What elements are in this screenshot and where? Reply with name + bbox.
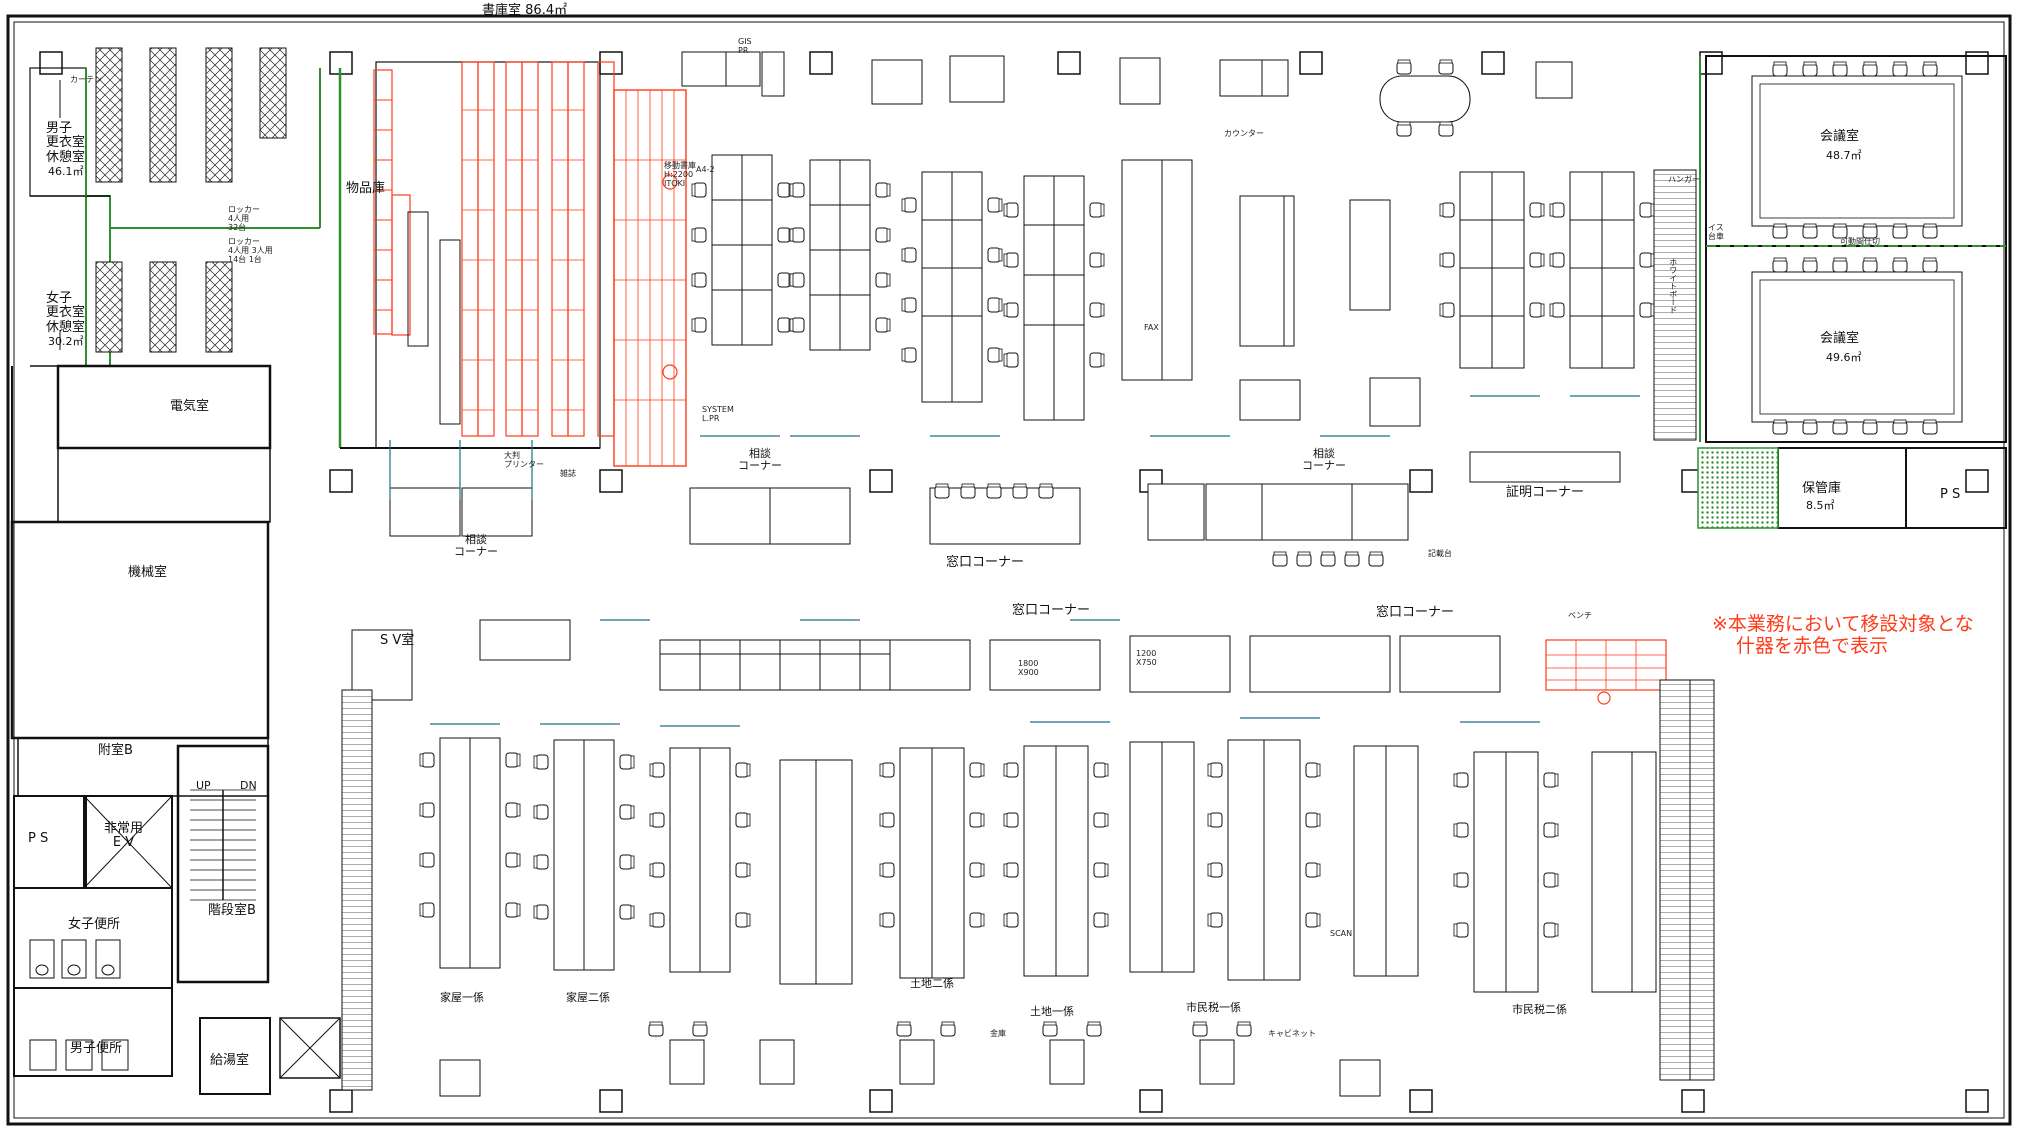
storage-label: 物品庫 [346,181,386,196]
meeting-room-1-area: 48.7㎡ [1826,149,1862,162]
section-tochi2: 土地二係 [910,977,954,990]
machine-label: 機械室 [128,565,168,580]
electrical-label: 電気室 [170,399,210,414]
fax-note: FAX [1144,323,1159,332]
consult-corner-right: 相談 コーナー [1302,447,1346,473]
locker-note-2: ロッカー 4人用 3人用 14台 1台 [228,237,273,264]
top-furniture [389,51,1635,545]
curtain-note: カーテン [70,75,102,84]
consult-corner-mid: 相談 コーナー [738,447,782,473]
archive-name: 書庫室 [482,3,522,18]
section-shimin2: 市民税二係 [1512,1003,1567,1016]
meeting-room-1-label: 会議室 [1820,129,1860,144]
section-shimin1: 市民税一係 [1186,1001,1241,1014]
female-wc-label: 女子便所 [68,917,121,932]
paper-a4: A4-2 [696,165,715,174]
ev-label: 非常用 E V [104,821,144,851]
male-locker-label: 男子 更衣室 休憩室 [46,121,86,165]
building-walls [6,14,2012,1126]
section-kaoku2: 家屋二係 [566,991,610,1004]
desk-size-w: 1800 X900 [1018,659,1039,677]
bench-note: ベンチ [1568,611,1592,620]
locker-note-1: ロッカー 4人用 32台 [228,205,260,232]
system-printer: SYSTEM L.PR [702,405,734,423]
archive-shelves [373,61,687,467]
section-tochi1: 土地一係 [1030,1005,1074,1018]
partition-note: 可動間仕切 [1840,237,1880,246]
female-locker-area: 30.2㎡ [48,335,84,348]
left-service-zone [10,67,341,1095]
consult-corner-left: 相談 コーナー [454,533,498,559]
sv-room-label: S V室 [380,633,415,648]
ps-right-label: P S [1940,487,1961,502]
relocation-note-line2: 什器を赤色で表示 [1736,634,1889,657]
archive-area: 86.4㎡ [525,3,568,18]
relocation-note: ※本業務において移設対象とな 什器を赤色で表示 [1712,613,1974,658]
scan-note: SCAN [1330,929,1353,938]
custodian-area: 8.5㎡ [1806,499,1835,512]
hanger-note: ハンガー [1668,175,1700,184]
record-stand: 記載台 [1428,549,1452,558]
desk-size-n: 1200 X750 [1136,649,1157,667]
window-corner-top: 窓口コーナー [946,555,1025,570]
dimension-lines [389,395,1640,727]
bottom-furniture [341,679,1715,1097]
counter-note: カウンター [1224,129,1264,138]
male-wc-label: 男子便所 [70,1041,123,1056]
safe-note: 金庫 [990,1029,1006,1038]
magazine-note: 雑誌 [560,469,576,478]
meeting-room-2-area: 49.6㎡ [1826,351,1862,364]
window-counter [351,619,1667,705]
stair-b-label: 階段室B [208,903,256,918]
stair-up: UP [196,779,211,792]
meeting-room-2-label: 会議室 [1820,331,1860,346]
chair-note: イス 台車 [1708,223,1724,241]
printer-note: 大判 プリンター [504,451,544,469]
kitchenette-label: 給湯室 [210,1053,250,1068]
window-corner-mid: 窓口コーナー [1012,603,1091,618]
gis-printer: GIS PR [738,37,752,55]
section-kaoku1: 家屋一係 [440,991,484,1004]
custodian-label: 保管庫 [1802,481,1842,496]
window-corner-right: 窓口コーナー [1376,605,1455,620]
stair-dn: DN [240,779,257,792]
annex-b-label: 附室B [98,743,133,758]
meeting-chairs [1772,61,1938,435]
whiteboard-note: ホワイトボード [1668,258,1678,314]
cabinet-note: キャビネット [1268,1029,1316,1038]
male-locker-area: 46.1㎡ [48,165,84,178]
mover-shelf: 移動書庫 H:2200 ITOKI [664,161,696,188]
relocation-note-line1: ※本業務において移設対象とな [1712,613,1974,635]
locker-rows [95,47,600,449]
meeting-rooms [1653,55,2007,529]
female-locker-label: 女子 更衣室 休憩室 [46,291,86,335]
ps-label: P S [28,831,49,846]
certificate-corner: 証明コーナー [1506,485,1585,500]
archive-label: 書庫室 86.4㎡ [482,3,568,18]
